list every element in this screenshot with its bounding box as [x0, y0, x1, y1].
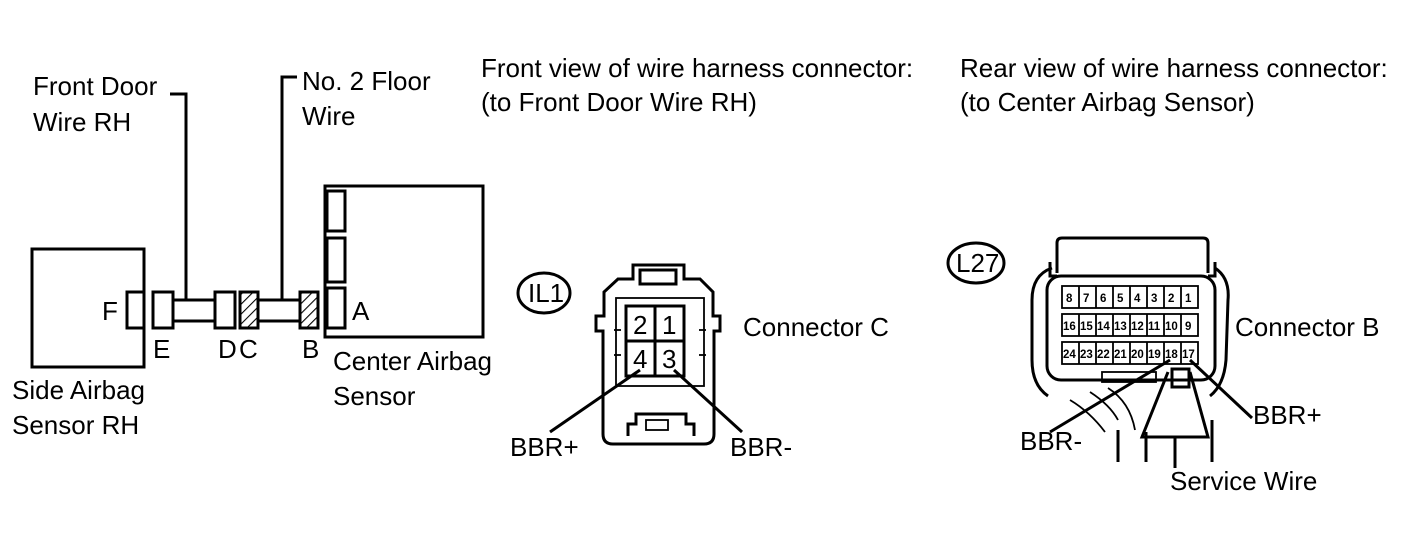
svg-text:11: 11 [1148, 321, 1161, 333]
svg-text:10: 10 [1165, 321, 1178, 333]
svg-text:8: 8 [1066, 293, 1073, 305]
il1-pin-4: 4 [633, 344, 647, 374]
svg-text:21: 21 [1114, 349, 1127, 361]
connector-f [125, 290, 146, 330]
front-view-title-1: Front view of wire harness connector: [481, 53, 913, 83]
label-connector-b: Connector B [1235, 312, 1380, 342]
label-front-door-wire-rh-2: Wire RH [33, 107, 131, 137]
connector-c-hatched [238, 290, 260, 330]
l27-label-bbr-minus: BBR- [1020, 426, 1082, 456]
label-service-wire: Service Wire [1170, 466, 1317, 496]
il1-connector-body [594, 263, 722, 446]
svg-text:16: 16 [1063, 321, 1076, 333]
label-front-door-wire-rh-1: Front Door [33, 71, 158, 101]
l27-connector-body [1055, 236, 1210, 273]
label-no2-floor-wire-2: Wire [302, 101, 355, 131]
svg-text:2: 2 [1168, 293, 1174, 305]
l27-code: L27 [956, 248, 999, 278]
connector-b-hatched [298, 290, 320, 330]
svg-text:4: 4 [1134, 293, 1141, 305]
connector-l27-view: Rear view of wire harness connector: (to… [946, 53, 1388, 496]
connector-a [325, 286, 347, 330]
il1-pin-1: 1 [662, 310, 676, 340]
letter-b: B [302, 334, 319, 364]
svg-text:22: 22 [1097, 349, 1110, 361]
letter-f: F [102, 296, 118, 326]
svg-text:17: 17 [1182, 349, 1195, 361]
il1-pin-2: 2 [633, 310, 647, 340]
svg-text:5: 5 [1117, 293, 1124, 305]
label-connector-c: Connector C [743, 312, 889, 342]
harness-layout: Front Door Wire RH No. 2 Floor Wire F E … [12, 66, 492, 440]
center-airbag-sensor-box [323, 184, 485, 339]
letter-c: C [239, 334, 258, 364]
label-no2-floor-wire-1: No. 2 Floor [302, 66, 431, 96]
l27-label-bbr-plus: BBR+ [1253, 400, 1322, 430]
front-view-title-2: (to Front Door Wire RH) [481, 87, 757, 117]
svg-text:18: 18 [1165, 349, 1178, 361]
letter-d: D [218, 334, 237, 364]
svg-text:14: 14 [1097, 321, 1110, 333]
rear-view-title-2: (to Center Airbag Sensor) [960, 87, 1255, 117]
svg-text:12: 12 [1131, 321, 1144, 333]
label-side-airbag-sensor-rh-2: Sensor RH [12, 410, 139, 440]
il1-code: IL1 [528, 278, 564, 308]
label-center-airbag-sensor-2: Sensor [333, 381, 416, 411]
svg-text:15: 15 [1080, 321, 1093, 333]
il1-pin-3: 3 [662, 344, 676, 374]
svg-text:1: 1 [1185, 293, 1192, 305]
connector-e [151, 290, 175, 330]
svg-text:24: 24 [1063, 349, 1076, 361]
svg-text:13: 13 [1114, 321, 1127, 333]
svg-text:3: 3 [1151, 293, 1157, 305]
svg-text:23: 23 [1080, 349, 1093, 361]
rear-view-title-1: Rear view of wire harness connector: [960, 53, 1388, 83]
svg-text:6: 6 [1100, 293, 1106, 305]
letter-e: E [153, 334, 170, 364]
label-center-airbag-sensor-1: Center Airbag [333, 346, 492, 376]
connector-d [213, 290, 237, 330]
l27-code-oval [946, 241, 1006, 285]
l27-pin-labels: 8 7 6 5 4 3 2 1 16 15 14 13 12 11 10 9 2… [1063, 293, 1195, 361]
svg-text:7: 7 [1083, 293, 1089, 305]
svg-text:9: 9 [1185, 321, 1191, 333]
connector-il1-view: Front view of wire harness connector: (t… [481, 53, 913, 462]
l27-pin-grid [1061, 285, 1199, 365]
letter-a: A [352, 296, 370, 326]
il1-code-oval [516, 271, 572, 315]
label-side-airbag-sensor-rh-1: Side Airbag [12, 375, 145, 405]
svg-text:19: 19 [1148, 349, 1161, 361]
svg-text:20: 20 [1131, 349, 1144, 361]
il1-label-bbr-plus: BBR+ [510, 432, 579, 462]
il1-label-bbr-minus: BBR- [730, 432, 792, 462]
